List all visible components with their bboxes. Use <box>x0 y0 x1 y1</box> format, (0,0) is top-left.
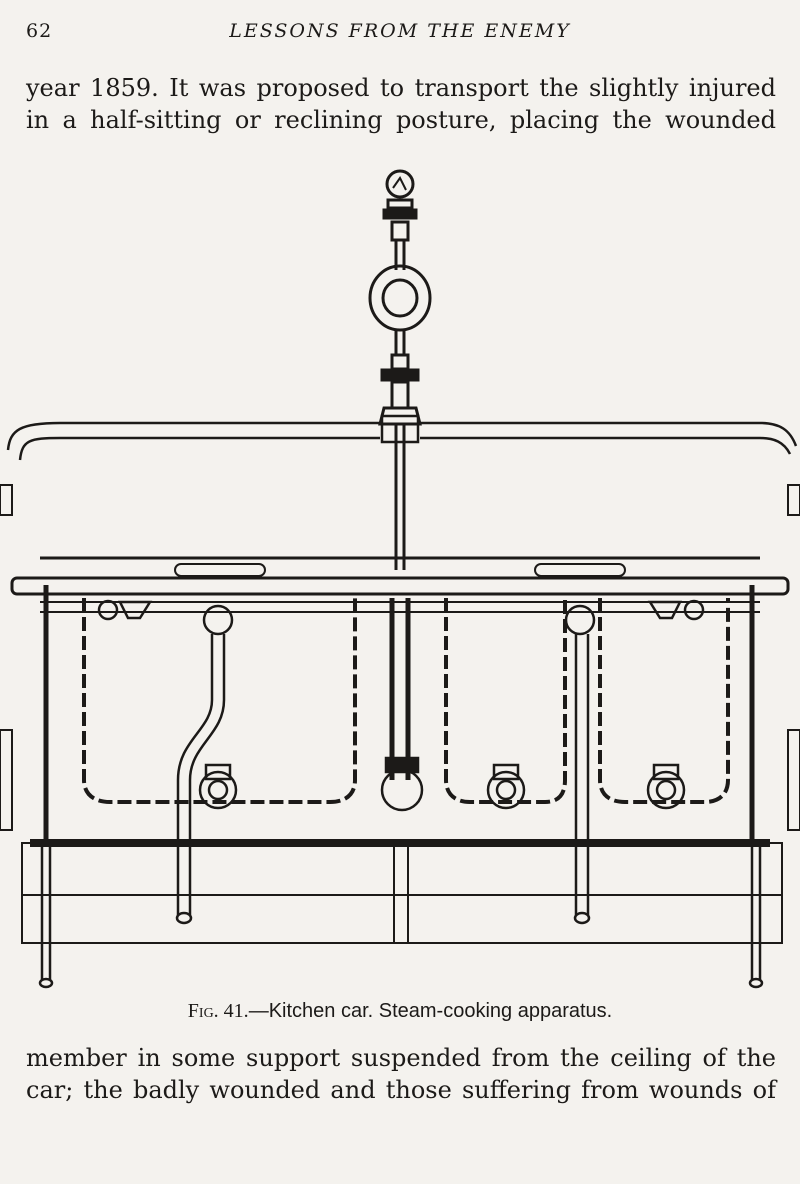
figure-caption-text: —Kitchen car. Steam-cooking apparatus. <box>248 1000 613 1022</box>
kettle-valves <box>97 599 705 812</box>
running-head: 62 LESSONS FROM THE ENEMY <box>26 20 774 50</box>
figure-label: Fig. 41. <box>187 1000 249 1022</box>
paragraph-bottom: member in some support suspended from th… <box>26 1042 776 1106</box>
cooking-kettles <box>82 598 730 804</box>
figure-caption: Fig. 41.—Kitchen car. Steam-cooking appa… <box>0 1000 800 1023</box>
overhead-pipe <box>6 414 798 461</box>
ring-handle <box>368 264 432 570</box>
text-line: year 1859. It was proposed to transport … <box>26 74 776 102</box>
kettle-walls <box>43 585 755 840</box>
top-valve-fitting <box>382 169 418 270</box>
page-number: 62 <box>26 20 53 42</box>
drain-pipes <box>38 634 764 989</box>
running-title: LESSONS FROM THE ENEMY <box>229 20 571 42</box>
stove-base <box>21 839 783 944</box>
text-line: in a half-sitting or reclining posture, … <box>26 106 776 134</box>
text-line: car; the badly wounded and those sufferi… <box>26 1076 776 1104</box>
figure-kitchen-car-illustration <box>0 140 800 1000</box>
text-line: member in some support suspended from th… <box>26 1044 776 1072</box>
paragraph-top: year 1859. It was proposed to transport … <box>26 72 776 136</box>
wall-brackets <box>0 484 800 831</box>
steam-cooking-apparatus-drawing <box>0 169 800 989</box>
stove-top <box>10 556 790 613</box>
